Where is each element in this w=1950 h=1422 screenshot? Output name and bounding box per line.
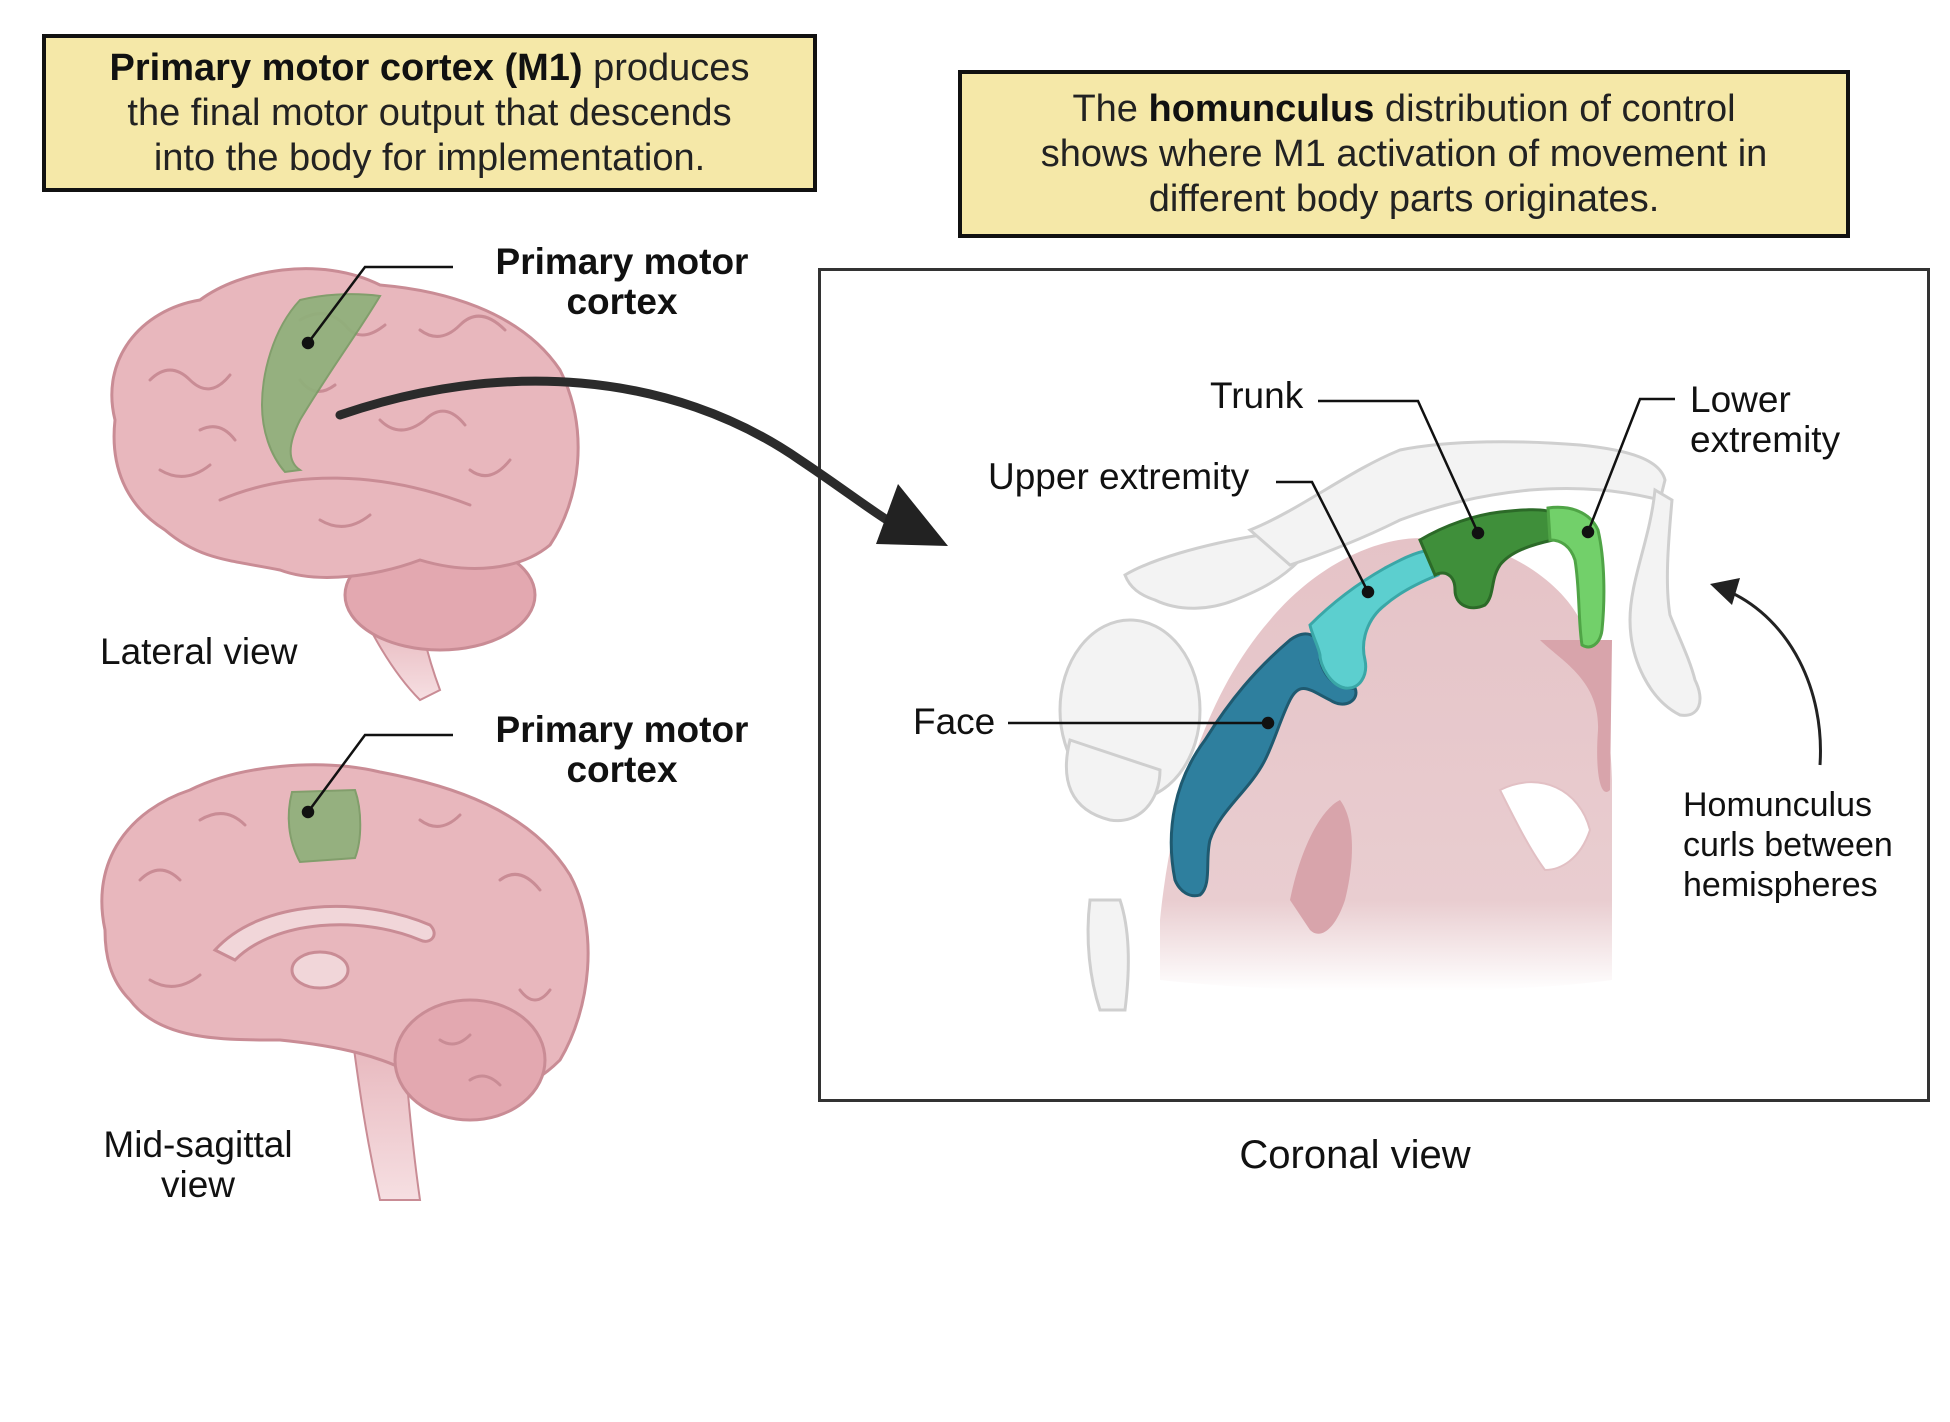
homunculus-curl-arrow-shaft [1729,590,1822,766]
sagittal-m1-label-line2: cortex [566,749,678,790]
coronal-ventricle [1498,781,1592,872]
homunculus-leg [1628,487,1702,717]
homunculus-callout-text-3: different body parts originates. [1148,177,1660,220]
homunculus-callout-pre: The [1072,87,1149,130]
sagittal-m1-label-line1: Primary motor [495,709,749,750]
coronal-medial-gyrus [1540,640,1612,792]
coronal-brain-section [1160,538,1612,992]
homunculus-note-line1: Homunculus [1683,786,1872,824]
m1-callout-text-3: into the body for implementation. [153,136,706,179]
lateral-m1-label: Primary motor cortex [486,242,758,322]
coronal-inner-gyrus [1290,800,1352,934]
coronal-leader-lines [1008,397,1675,730]
homunculus-note-line3: hemispheres [1683,866,1878,904]
homunculus-hand [1123,533,1303,610]
homunculus-callout-text-2: shows where M1 activation of movement in [1040,132,1768,175]
sagittal-view-label-line1: Mid-sagittal [103,1124,293,1165]
sagittal-view-label-line2: view [160,1164,236,1205]
lateral-brain [110,267,580,702]
trunk-leader [1318,399,1480,534]
lower-extremity-region [1546,505,1606,649]
sagittal-m1-leader [306,733,453,813]
trunk-label: Trunk [1210,375,1304,416]
upper-extremity-label: Upper extremity [988,456,1250,497]
m1-callout-text-1: produces [582,46,750,89]
sagittal-view-label: Mid-sagittal view [78,1125,318,1205]
homunculus-note: Homunculus curls between hemispheres [1683,785,1893,905]
lateral-m1-region [260,293,382,474]
homunculus-callout: The homunculus distribution of control s… [958,70,1850,238]
transition-arrow-head [876,484,948,546]
lower-extremity-leader [1586,397,1675,533]
homunculus-throat [1086,898,1130,1012]
coronal-view-frame [818,268,1930,1102]
m1-callout-bold: Primary motor cortex (M1) [109,46,583,89]
homunculus-curl-arrow-head [1710,578,1740,605]
m1-callout-text-2: the final motor output that descends [127,91,732,134]
sagittal-m1-label: Primary motor cortex [486,710,758,790]
trunk-region [1418,508,1555,610]
trunk-leader-dot [1471,526,1485,540]
coronal-view-label: Coronal view [1239,1133,1471,1177]
face-region [1169,632,1358,898]
lower-extremity-label-line2: extremity [1690,419,1841,460]
homunculus-callout-bold: homunculus [1148,87,1375,130]
sagittal-m1-leader-dot [301,805,315,819]
homunculus-arm [1247,440,1667,567]
homunculus-figure [1058,440,1702,1012]
lower-extremity-label: Lower extremity [1690,380,1840,460]
lateral-cerebrum [110,267,580,579]
upper-extremity-leader [1276,480,1370,593]
homunculus-callout-text-1: distribution of control [1374,87,1736,130]
homunculus-jaw [1064,738,1162,823]
face-leader-dot [1261,716,1275,730]
sagittal-cerebellum [393,998,547,1122]
upper-extremity-leader-dot [1361,585,1375,599]
sagittal-sulci [138,812,552,1087]
left-leader-lines [301,265,453,819]
coronal-illustration [1008,397,1822,1012]
upper-extremity-region [1308,548,1440,690]
lower-extremity-leader-dot [1581,525,1595,539]
sagittal-corpus-callosum [212,905,436,962]
homunculus-note-line2: curls between [1683,826,1893,864]
transition-arrow-shaft [335,376,900,530]
lateral-m1-leader-dot [301,336,315,350]
lateral-view-label: Lateral view [100,631,298,672]
lateral-m1-label-line1: Primary motor [495,241,749,282]
lateral-m1-leader [307,265,453,344]
face-label: Face [913,701,996,742]
transition-arrow [335,376,948,546]
m1-callout: Primary motor cortex (M1) produces the f… [42,34,817,192]
lower-extremity-label-line1: Lower [1690,379,1791,420]
lateral-m1-label-line2: cortex [566,281,678,322]
sagittal-brain [100,763,590,1201]
sagittal-m1-region [287,788,362,864]
sagittal-thalamus [290,950,350,990]
